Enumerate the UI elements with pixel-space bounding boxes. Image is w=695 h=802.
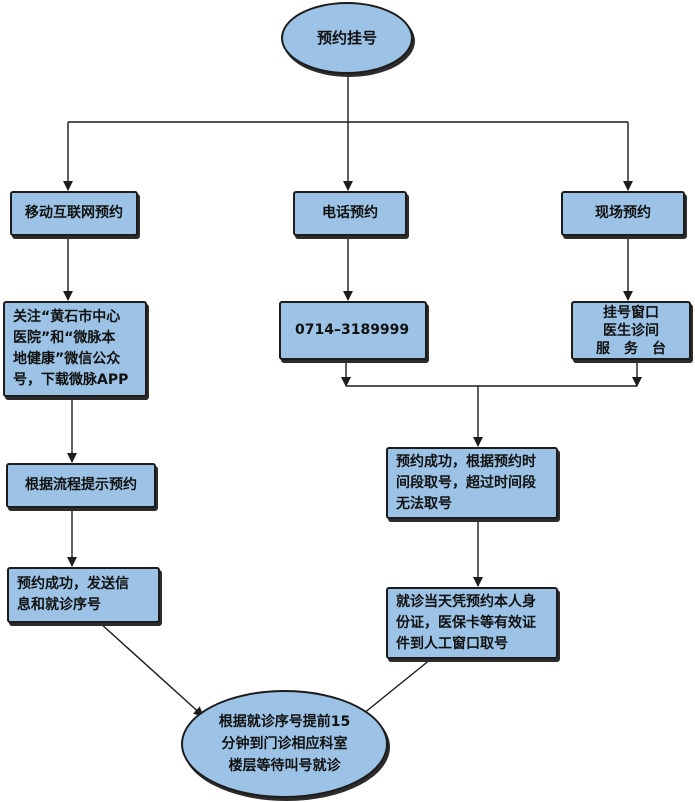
node-phone-label: 电话预约: [322, 205, 378, 221]
node-phone-number-label: 0714–3189999: [295, 322, 410, 338]
node-success-time: 预约成功，根据预约时 间段取号，超过时间段 无法取号: [386, 447, 558, 519]
node-mobile-internet-label: 移动互联网预约: [25, 205, 123, 221]
arrow-left-to-final: [99, 622, 204, 717]
node-phone-number: 0714–3189999: [279, 301, 427, 360]
node-mobile-internet: 移动互联网预约: [10, 191, 138, 236]
arrow-right-to-final: [357, 658, 432, 719]
node-onsite-desks-label: 挂号窗口 医生诊间 服 务 台: [596, 304, 666, 357]
node-follow-process-label: 根据流程提示预约: [25, 477, 137, 493]
node-wechat-instruction-label: 关注“黄石市中心 医院”和“微脉本 地健康”微信公众 号，下载微脉APP: [13, 309, 129, 388]
node-success-time-label: 预约成功，根据预约时 间段取号，超过时间段 无法取号: [396, 453, 536, 512]
node-success-send-label: 预约成功，发送信 息和就诊序号: [17, 576, 129, 613]
node-follow-process: 根据流程提示预约: [6, 463, 156, 508]
node-final: 根据就诊序号提前15 分钟到门诊相应科室 楼层等待叫号就诊: [181, 690, 388, 798]
node-success-send: 预约成功，发送信 息和就诊序号: [7, 567, 160, 623]
node-final-label: 根据就诊序号提前15 分钟到门诊相应科室 楼层等待叫号就诊: [218, 714, 351, 774]
node-visit-day: 就诊当天凭预约本人身 份证，医保卡等有效证 件到人工窗口取号: [386, 587, 558, 659]
node-onsite-label: 现场预约: [595, 205, 651, 221]
node-onsite-desks: 挂号窗口 医生诊间 服 务 台: [571, 301, 691, 360]
node-visit-day-label: 就诊当天凭预约本人身 份证，医保卡等有效证 件到人工窗口取号: [396, 593, 536, 652]
node-appointment-registration: 预约挂号: [281, 2, 413, 74]
node-onsite: 现场预约: [561, 191, 685, 236]
node-appointment-registration-label: 预约挂号: [316, 28, 377, 47]
node-phone: 电话预约: [293, 191, 407, 236]
node-wechat-instruction: 关注“黄石市中心 医院”和“微脉本 地健康”微信公众 号，下载微脉APP: [3, 301, 147, 397]
